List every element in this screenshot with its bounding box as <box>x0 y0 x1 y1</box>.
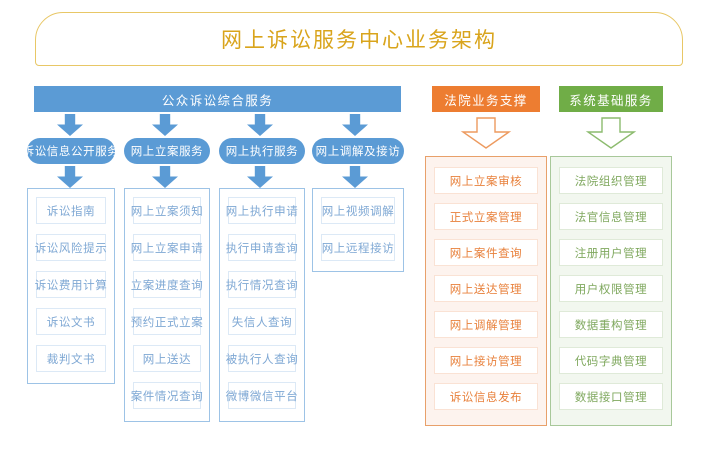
list-item[interactable]: 诉讼信息发布 <box>434 383 538 410</box>
column-online-mediation-reception: 网上视频调解 网上远程接访 <box>312 188 404 272</box>
list-item[interactable]: 网上送达 <box>133 345 201 372</box>
list-item[interactable]: 数据重构管理 <box>559 311 663 338</box>
list-item[interactable]: 立案进度查询 <box>131 271 203 298</box>
down-arrow-icon <box>247 114 273 136</box>
list-item[interactable]: 案件情况查询 <box>131 382 203 409</box>
page-title: 网上诉讼服务中心业务架构 <box>221 29 497 52</box>
list-item[interactable]: 微博微信平台 <box>226 382 298 409</box>
down-arrow-icon <box>247 166 273 188</box>
list-item[interactable]: 法院组织管理 <box>559 167 663 194</box>
list-item[interactable]: 失信人查询 <box>228 308 296 335</box>
column-online-filing: 网上立案须知 网上立案申请 立案进度查询 预约正式立案 网上送达 案件情况查询 <box>124 188 210 422</box>
down-arrow-icon <box>152 114 178 136</box>
category-pill-online-enforcement[interactable]: 网上执行服务 <box>219 138 305 164</box>
list-item[interactable]: 执行申请查询 <box>226 234 298 261</box>
list-item[interactable]: 诉讼风险提示 <box>35 234 107 261</box>
list-item[interactable]: 法官信息管理 <box>559 203 663 230</box>
list-item[interactable]: 数据接口管理 <box>559 383 663 410</box>
down-arrow-icon <box>342 114 368 136</box>
column-court-business-support: 网上立案审核 正式立案管理 网上案件查询 网上送达管理 网上调解管理 网上接访管… <box>425 156 547 426</box>
list-item[interactable]: 网上立案审核 <box>434 167 538 194</box>
list-item[interactable]: 网上执行申请 <box>226 197 298 224</box>
down-arrow-icon <box>342 166 368 188</box>
section-header-court-business-support: 法院业务支撑 <box>432 86 540 112</box>
category-pill-online-mediation-reception[interactable]: 网上调解及接访 <box>312 138 404 164</box>
category-pill-online-filing[interactable]: 网上立案服务 <box>124 138 210 164</box>
category-pill-litigation-info-disclosure[interactable]: 诉讼信息公开服务 <box>23 138 119 164</box>
column-system-basic-services: 法院组织管理 法官信息管理 注册用户管理 用户权限管理 数据重构管理 代码字典管… <box>550 156 672 426</box>
list-item[interactable]: 被执行人查询 <box>226 345 298 372</box>
list-item[interactable]: 诉讼文书 <box>36 308 106 335</box>
list-item[interactable]: 预约正式立案 <box>131 308 203 335</box>
section-header-public-litigation-services: 公众诉讼综合服务 <box>34 86 401 112</box>
down-arrow-icon <box>585 116 637 150</box>
column-online-enforcement: 网上执行申请 执行申请查询 执行情况查询 失信人查询 被执行人查询 微博微信平台 <box>219 188 305 422</box>
list-item[interactable]: 网上接访管理 <box>434 347 538 374</box>
list-item[interactable]: 诉讼费用计算 <box>35 271 107 298</box>
list-item[interactable]: 用户权限管理 <box>559 275 663 302</box>
down-arrow-icon <box>57 166 83 188</box>
down-arrow-icon <box>460 116 512 150</box>
down-arrow-icon <box>57 114 83 136</box>
list-item[interactable]: 网上调解管理 <box>434 311 538 338</box>
list-item[interactable]: 裁判文书 <box>36 345 106 372</box>
list-item[interactable]: 正式立案管理 <box>434 203 538 230</box>
list-item[interactable]: 注册用户管理 <box>559 239 663 266</box>
list-item[interactable]: 网上立案须知 <box>131 197 203 224</box>
list-item[interactable]: 代码字典管理 <box>559 347 663 374</box>
list-item[interactable]: 网上案件查询 <box>434 239 538 266</box>
list-item[interactable]: 网上远程接访 <box>321 234 395 261</box>
column-litigation-info-disclosure: 诉讼指南 诉讼风险提示 诉讼费用计算 诉讼文书 裁判文书 <box>27 188 115 384</box>
list-item[interactable]: 诉讼指南 <box>36 197 106 224</box>
list-item[interactable]: 执行情况查询 <box>226 271 298 298</box>
list-item[interactable]: 网上送达管理 <box>434 275 538 302</box>
down-arrow-icon <box>152 166 178 188</box>
list-item[interactable]: 网上立案申请 <box>131 234 203 261</box>
diagram-title-card: 网上诉讼服务中心业务架构 <box>35 12 683 66</box>
section-header-system-basic-services: 系统基础服务 <box>559 86 663 112</box>
list-item[interactable]: 网上视频调解 <box>321 197 395 224</box>
